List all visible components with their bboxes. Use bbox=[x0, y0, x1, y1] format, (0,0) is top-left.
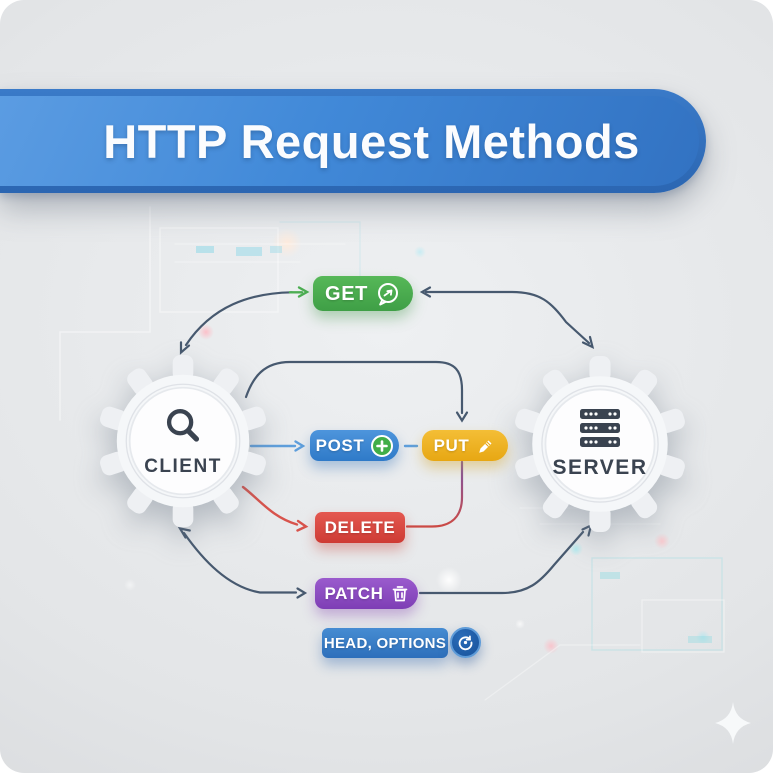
arrowhead-post bbox=[294, 440, 306, 452]
post-label: POST bbox=[315, 436, 365, 455]
arrowhead-client-bottom bbox=[177, 526, 191, 539]
plus-circle-icon bbox=[371, 434, 394, 457]
arrow-patch-to-server bbox=[418, 530, 585, 595]
method-badge-head-options: HEAD, OPTIONS bbox=[322, 628, 448, 658]
arrow-client-to-get bbox=[184, 291, 294, 347]
glow-dot bbox=[198, 324, 214, 340]
server-content: SERVER bbox=[512, 356, 688, 532]
arrowhead-delete bbox=[296, 519, 309, 532]
head-options-label: HEAD, OPTIONS bbox=[323, 634, 447, 652]
server-label: SERVER bbox=[552, 456, 648, 479]
arrowhead-get-right bbox=[419, 286, 432, 298]
glow-dot bbox=[414, 246, 426, 258]
page-title: HTTP Request Methods bbox=[103, 114, 640, 168]
glow-dot bbox=[543, 638, 559, 654]
client-node: CLIENT bbox=[97, 355, 269, 527]
sparkle-icon bbox=[715, 702, 751, 744]
gear-icon bbox=[100, 355, 266, 527]
trash-icon bbox=[392, 586, 407, 602]
refresh-icon bbox=[450, 627, 481, 658]
arrowhead-put-top bbox=[455, 411, 469, 423]
arrow-get-to-server bbox=[424, 290, 591, 345]
arrowhead-server-top bbox=[581, 335, 595, 349]
arrow-client-to-put bbox=[244, 360, 464, 415]
method-badge-get: GET bbox=[313, 276, 413, 311]
glow-dot bbox=[515, 619, 525, 629]
method-badge-post: POST bbox=[310, 430, 399, 461]
method-badge-patch: PATCH bbox=[315, 578, 418, 609]
title-banner: HTTP Request Methods bbox=[0, 89, 706, 193]
glow-dot bbox=[696, 630, 710, 644]
speech-bubble-send-icon bbox=[377, 282, 398, 305]
put-label: PUT bbox=[433, 436, 470, 455]
arrowhead-get-left bbox=[297, 286, 310, 298]
magnifier-icon bbox=[166, 409, 200, 442]
server-node: SERVER bbox=[512, 356, 688, 532]
line-put-to-delete bbox=[405, 460, 464, 528]
glow-dot bbox=[569, 542, 583, 556]
delete-label: DELETE bbox=[324, 518, 396, 537]
pencil-icon bbox=[479, 440, 492, 453]
arrowhead-patch bbox=[296, 587, 308, 599]
server-stack-icon bbox=[580, 409, 620, 447]
arrowhead-client-top bbox=[179, 341, 191, 355]
get-label: GET bbox=[325, 282, 368, 305]
arrow-client-to-patch bbox=[182, 531, 298, 594]
glow-dot bbox=[124, 579, 136, 591]
glow-dot bbox=[272, 228, 302, 258]
glow-dot bbox=[654, 533, 670, 549]
title-banner-inner: HTTP Request Methods bbox=[0, 96, 699, 186]
method-badge-put: PUT bbox=[422, 430, 508, 461]
glow-dot bbox=[436, 567, 462, 593]
client-content: CLIENT bbox=[97, 355, 269, 527]
client-label: CLIENT bbox=[144, 456, 222, 477]
method-badge-delete: DELETE bbox=[315, 512, 405, 543]
patch-label: PATCH bbox=[324, 584, 384, 603]
